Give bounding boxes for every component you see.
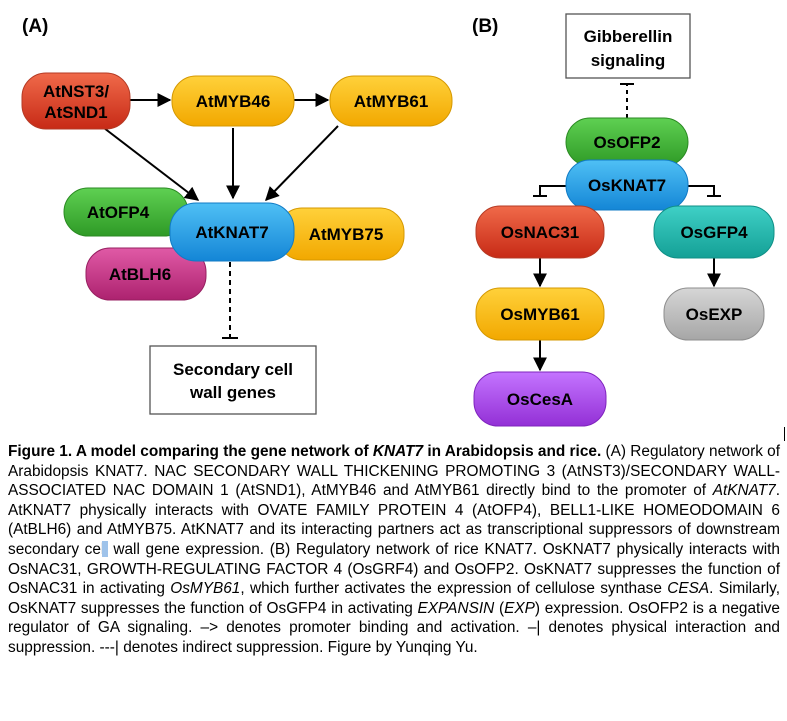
node-oscesa: OsCesA [473, 371, 607, 427]
svg-text:OsCesA: OsCesA [507, 390, 573, 409]
panel-a-label: (A) [22, 16, 48, 37]
node-osofp2: OsOFP2 [565, 117, 689, 167]
node-atmyb46: AtMYB46 [171, 75, 295, 127]
caption-title: Figure 1. A model comparing the gene net… [8, 443, 602, 460]
node-osexp: OsEXP [663, 287, 765, 341]
edge-osknat7-osnac31 [539, 185, 566, 196]
svg-text:OsKNAT7: OsKNAT7 [588, 176, 666, 195]
node-atnst3: AtNST3/ AtSND1 [21, 72, 131, 130]
edge-osknat7-osgfp4 [688, 185, 715, 196]
svg-text:Secondary cell: Secondary cell [173, 360, 293, 379]
svg-text:signaling: signaling [591, 51, 666, 70]
svg-text:Gibberellin: Gibberellin [584, 27, 673, 46]
text-cursor-mark [784, 427, 785, 441]
node-atmyb75: AtMYB75 [277, 207, 405, 261]
svg-text:AtOFP4: AtOFP4 [87, 203, 150, 222]
node-gibberellin-signaling: Gibberellin signaling [565, 13, 691, 79]
panel-b-edges [533, 83, 721, 372]
node-atofp4: AtOFP4 [63, 187, 189, 237]
svg-text:OsEXP: OsEXP [686, 305, 743, 324]
node-atmyb61: AtMYB61 [329, 75, 453, 127]
figure-caption: Figure 1. A model comparing the gene net… [8, 442, 780, 658]
svg-text:AtNST3/: AtNST3/ [43, 82, 109, 101]
node-secondary-cell-wall-genes: Secondary cell wall genes [149, 345, 317, 415]
svg-text:wall genes: wall genes [189, 383, 276, 402]
node-atknat7: AtKNAT7 [169, 202, 295, 262]
panel-b-label: (B) [472, 16, 498, 37]
svg-text:AtMYB61: AtMYB61 [354, 92, 429, 111]
svg-text:AtBLH6: AtBLH6 [109, 265, 171, 284]
svg-text:OsOFP2: OsOFP2 [593, 133, 660, 152]
svg-text:AtMYB46: AtMYB46 [196, 92, 271, 111]
svg-text:OsNAC31: OsNAC31 [501, 223, 579, 242]
node-atblh6: AtBLH6 [85, 247, 207, 301]
svg-text:AtSND1: AtSND1 [44, 103, 107, 122]
caption-body: (A) Regulatory network of Arabidopsis KN… [8, 443, 781, 656]
svg-text:OsMYB61: OsMYB61 [500, 305, 579, 324]
node-osmyb61: OsMYB61 [475, 287, 605, 341]
svg-text:OsGFP4: OsGFP4 [680, 223, 748, 242]
svg-text:AtKNAT7: AtKNAT7 [195, 223, 268, 242]
svg-text:AtMYB75: AtMYB75 [309, 225, 384, 244]
edge-atmyb61-atknat7 [265, 125, 339, 202]
edge-atnst3-atknat7 [103, 127, 200, 201]
text-selection-highlight [101, 540, 108, 557]
node-osknat7: OsKNAT7 [565, 159, 689, 211]
node-osgfp4: OsGFP4 [653, 205, 775, 259]
node-osnac31: OsNAC31 [475, 205, 605, 259]
gene-network-diagram: (A) (B) AtNST3/ AtSND1 AtMYB46 AtMYB61 A… [21, 13, 775, 427]
panel-a-edges [103, 93, 339, 339]
